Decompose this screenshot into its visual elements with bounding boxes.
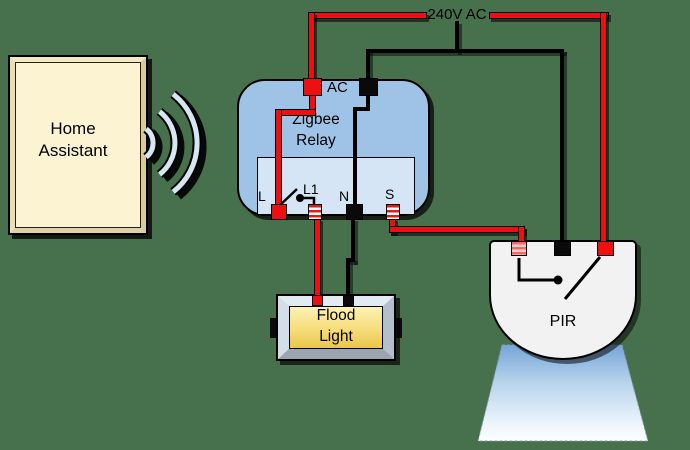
- neutral-wire-drop-to-pir: [560, 49, 564, 243]
- neutral-wire-top-run: [366, 49, 564, 53]
- live-wire-top-right: [489, 12, 609, 19]
- flood-light-label-line2: Light: [319, 328, 353, 345]
- relay-terminal-label-n: N: [339, 188, 350, 204]
- switched-live-to-flood: [314, 218, 321, 300]
- flood-light-box: [276, 294, 396, 361]
- pir-terminal-live: [597, 241, 614, 256]
- flood-light-glass: [289, 306, 383, 349]
- live-wire-top-left: [308, 12, 427, 19]
- flood-light-frame: [278, 296, 394, 359]
- home-assistant-box: [8, 55, 148, 235]
- relay-title: Zigbee Relay: [246, 109, 386, 151]
- live-wire-drop-to-relay: [308, 12, 315, 84]
- neutral-to-flood-v1: [351, 218, 355, 262]
- neutral-to-flood-jog: [346, 258, 355, 262]
- relay-title-line2: Relay: [296, 132, 336, 149]
- neutral-wire-drop-to-relay: [366, 49, 370, 81]
- relay-terminal-ac-neutral: [359, 78, 378, 96]
- relay-title-line1: Zigbee: [292, 111, 340, 128]
- relay-terminal-label-ac: AC: [327, 79, 348, 96]
- pir-sensor-body: [489, 240, 637, 360]
- live-wire-drop-to-pir: [600, 12, 607, 246]
- relay-terminal-s: [386, 204, 400, 220]
- relay-neutral-internal-v1: [366, 94, 370, 111]
- relay-terminal-label-s: S: [385, 186, 395, 202]
- relay-terminal-l1: [308, 204, 322, 220]
- relay-terminal-n: [346, 204, 363, 220]
- home-assistant-label-line2: Assistant: [38, 141, 108, 160]
- relay-terminal-label-l1: L1: [303, 181, 319, 197]
- flood-light-mount-left: [270, 318, 276, 338]
- flood-light-mount-right: [396, 318, 402, 338]
- pir-label: PIR: [549, 313, 577, 330]
- pir-switch-symbol: [517, 256, 602, 300]
- flood-terminal-live: [312, 295, 323, 306]
- pir-terminal-signal: [511, 241, 527, 256]
- relay-neutral-internal-h: [353, 107, 370, 111]
- home-assistant-label: Home Assistant: [12, 118, 134, 162]
- flood-light-label-line1: Flood: [316, 307, 356, 324]
- home-assistant-panel: [15, 62, 141, 228]
- zigbee-signal-waves-icon: [143, 90, 207, 200]
- relay-neutral-internal-v2: [353, 107, 357, 206]
- relay-terminal-ac-live: [303, 78, 322, 96]
- pir-terminal-neutral: [554, 241, 571, 256]
- voltage-label: 240V AC: [427, 6, 487, 23]
- signal-wire-run: [389, 226, 525, 233]
- home-assistant-label-line1: Home: [50, 119, 96, 138]
- home-assistant-frame: [10, 57, 146, 233]
- relay-terminal-l: [271, 204, 287, 220]
- relay-terminal-panel: [257, 157, 415, 215]
- flood-terminal-neutral: [343, 295, 354, 306]
- neutral-to-flood-v2: [346, 258, 350, 298]
- relay-terminal-label-l: L: [258, 188, 266, 204]
- neutral-wire-source-drop: [455, 21, 459, 52]
- flood-light-label: Flood Light: [286, 305, 386, 347]
